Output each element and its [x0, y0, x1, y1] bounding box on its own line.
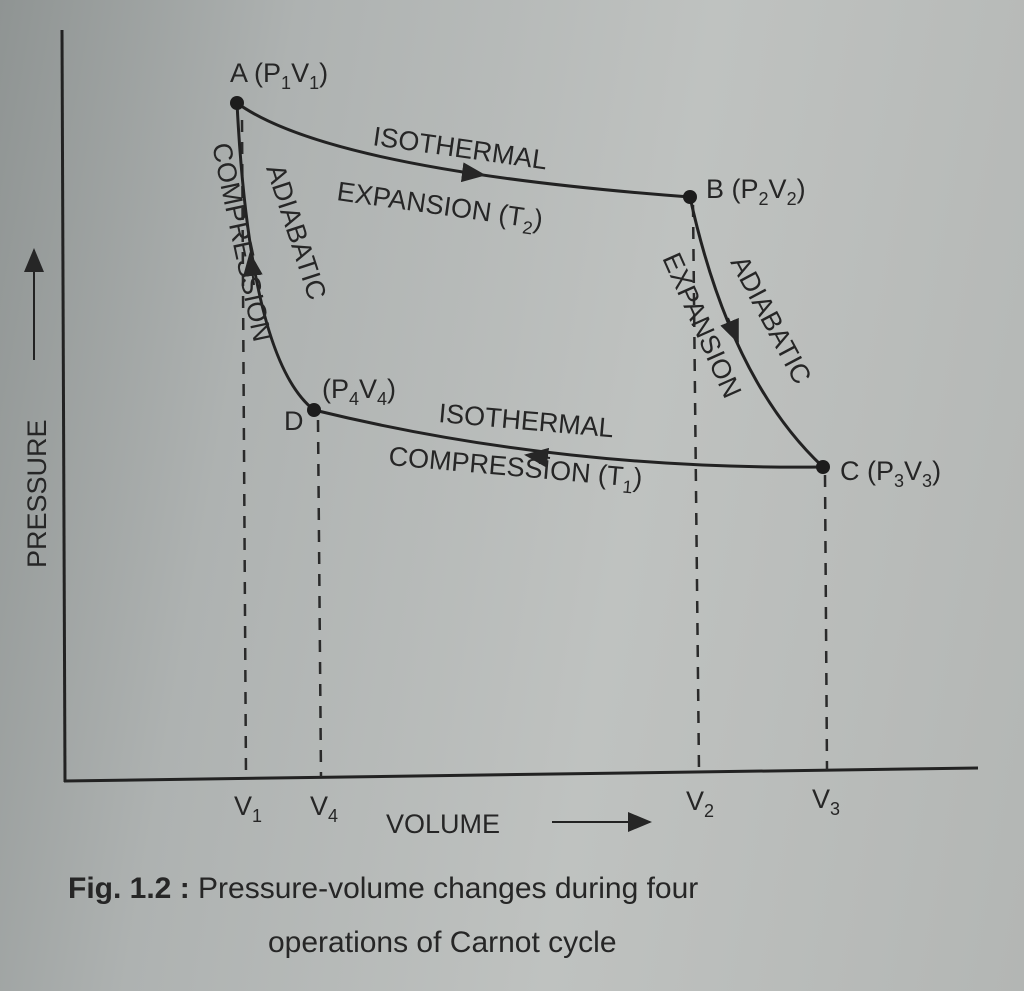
dashed-guides — [240, 119, 829, 779]
tick-v1: V1 — [234, 791, 262, 826]
x-axis — [63, 766, 979, 783]
guide-v2 — [691, 204, 701, 773]
label-bc-1: ADIABATIC — [725, 251, 817, 389]
curve-isothermal-compression — [313, 408, 824, 469]
label-d: D — [284, 406, 304, 436]
curve-adiabatic-compression — [235, 102, 315, 412]
arrow-da — [242, 252, 263, 286]
caption-line1: Fig. 1.2 : Pressure-volume changes durin… — [68, 872, 698, 905]
tick-v4: V4 — [310, 791, 338, 826]
x-axis-label: VOLUME — [386, 809, 500, 839]
point-c — [816, 460, 830, 474]
y-axis-label: PRESSURE — [22, 419, 52, 568]
label-ab-1: ISOTHERMAL — [371, 121, 549, 175]
arrow-cd — [524, 447, 551, 468]
caption-line2: operations of Carnot cycle — [268, 926, 617, 959]
label-d-coords: (P4V4) — [322, 374, 396, 409]
arrow-bc — [720, 317, 739, 344]
label-a: A (P1V1) — [230, 58, 328, 93]
point-b — [683, 190, 697, 204]
label-ab-2: EXPANSION (T2) — [334, 176, 544, 240]
label-da-1: ADIABATIC — [260, 161, 332, 304]
guide-v4 — [316, 419, 323, 778]
curve-adiabatic-expansion — [688, 196, 825, 469]
label-c: C (P3V3) — [840, 456, 941, 491]
y-axis — [60, 29, 67, 783]
tick-v2: V2 — [686, 786, 714, 821]
curve-isothermal-expansion — [236, 101, 691, 199]
point-d — [307, 403, 321, 417]
label-b: B (P2V2) — [706, 174, 806, 209]
point-a — [230, 96, 244, 110]
tick-v3: V3 — [812, 784, 840, 819]
guide-v3 — [823, 474, 829, 771]
arrow-ab — [459, 162, 486, 183]
label-cd-1: ISOTHERMAL — [437, 398, 614, 443]
